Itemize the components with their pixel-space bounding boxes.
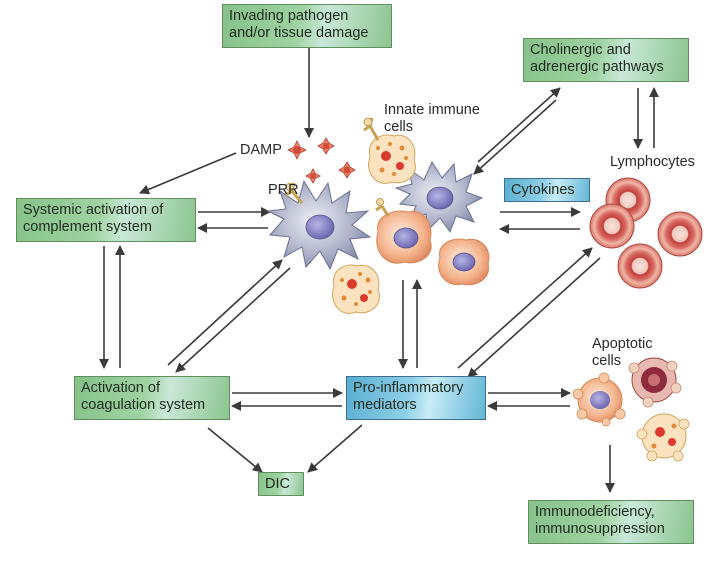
granulocyte-icon xyxy=(363,117,416,184)
cytokines-box: Cytokines xyxy=(504,178,590,202)
arrow-mediators-to-lymphocytes xyxy=(457,247,593,369)
apoptotic-cell-icon xyxy=(636,413,690,462)
damp-particles xyxy=(287,137,356,184)
apoptotic-cells-label: Apoptotic cells xyxy=(592,336,653,369)
granulocyte-icon xyxy=(332,264,380,314)
lymphocyte-icon xyxy=(617,243,663,289)
arrow-mediators-to-dic xyxy=(307,424,363,473)
arrow-damp-to-complement xyxy=(139,152,237,195)
arrow-coagulation-to-dic xyxy=(207,427,263,473)
immunodeficiency-box: Immunodeficiency, immunosuppression xyxy=(528,500,694,544)
immunodeficiency-label: Immunodeficiency, immunosuppression xyxy=(535,504,665,537)
apoptotic-cell-icon xyxy=(572,372,626,427)
cholinergic-label: Cholinergic and adrenergic pathways xyxy=(530,42,664,75)
damp-particle xyxy=(317,137,335,155)
monocyte-icon xyxy=(438,238,490,286)
cytokines-label: Cytokines xyxy=(511,182,575,198)
dic-box: DIC xyxy=(258,472,304,496)
coagulation-label: Activation of coagulation system xyxy=(81,380,206,413)
damp-particle xyxy=(287,140,307,160)
arrow-cells-to-cholinergic xyxy=(477,87,561,163)
lymphocyte-icon xyxy=(589,203,635,249)
arrow-cells-to-coagulation xyxy=(175,267,291,373)
dic-label: DIC xyxy=(265,476,290,492)
apoptotic-cell-cluster xyxy=(572,357,690,462)
lymphocyte-cluster xyxy=(589,177,703,289)
complement-box: Systemic activation of complement system xyxy=(16,198,196,242)
prr-label: PRR xyxy=(268,182,299,198)
damp-particle xyxy=(305,168,321,184)
arrow-coagulation-to-cells xyxy=(167,259,283,366)
proinflammatory-box: Pro-inflammatory mediators xyxy=(346,376,486,420)
lymphocytes-label: Lymphocytes xyxy=(610,154,695,170)
arrow-cholinergic-to-cells xyxy=(473,99,557,175)
monocyte-icon xyxy=(375,198,432,264)
arrow-connectors xyxy=(99,48,659,493)
proinflammatory-label: Pro-inflammatory mediators xyxy=(353,380,464,413)
innate-immune-cells-label: Innate immune cells xyxy=(384,102,480,135)
arrow-lymphocytes-to-mediators xyxy=(467,257,601,378)
damp-particle xyxy=(338,161,356,179)
cholinergic-box: Cholinergic and adrenergic pathways xyxy=(523,38,689,82)
lymphocyte-icon xyxy=(657,211,703,257)
coagulation-box: Activation of coagulation system xyxy=(74,376,230,420)
pathogen-label: Invading pathogen and/or tissue damage xyxy=(229,8,369,41)
pathogen-box: Invading pathogen and/or tissue damage xyxy=(222,4,392,48)
apoptotic-cell-icon xyxy=(628,357,682,408)
damp-label: DAMP xyxy=(240,142,282,158)
dendritic-cell-icon xyxy=(266,179,372,271)
complement-label: Systemic activation of complement system xyxy=(23,202,164,235)
